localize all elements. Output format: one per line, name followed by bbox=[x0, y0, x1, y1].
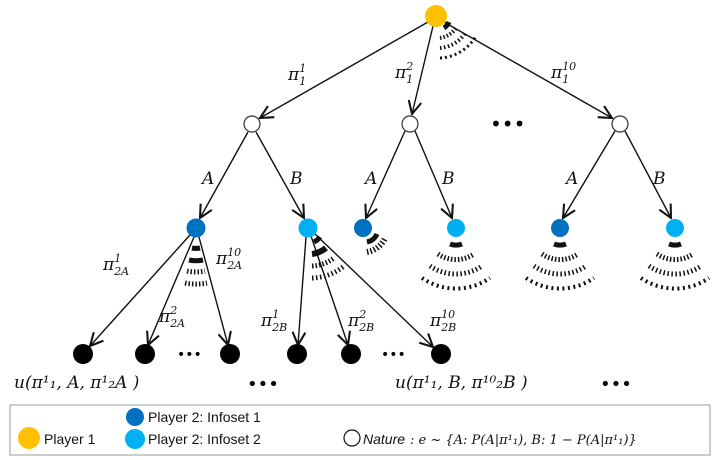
player2-infoset2-node bbox=[447, 219, 465, 237]
legend-nature-swatch bbox=[343, 429, 361, 447]
terminal-node bbox=[135, 344, 155, 364]
ellipsis: ••• bbox=[177, 347, 202, 363]
legend-player1-swatch bbox=[18, 427, 40, 449]
continuation-fans bbox=[184, 20, 711, 291]
terminal-node bbox=[220, 344, 240, 364]
terminal-node bbox=[287, 344, 307, 364]
utility-label-left: u(π¹₁, A, π¹₂A ) bbox=[14, 373, 139, 393]
label-B: B bbox=[652, 169, 666, 189]
ellipsis: ••• bbox=[600, 374, 632, 395]
root-edges bbox=[90, 21, 671, 347]
player2-infoset1-node bbox=[354, 219, 372, 237]
nature-node bbox=[611, 115, 629, 133]
player2-infoset2-node bbox=[666, 219, 684, 237]
legend-infoset1-swatch bbox=[126, 408, 144, 426]
legend-player1-label: Player 1 bbox=[44, 431, 96, 447]
legend-nature-formula: : e ~ {A: P(A|π¹₁), B: 1 − P(A|π¹₁)} bbox=[410, 433, 637, 448]
legend: Player 1 Player 2: Infoset 1 Player 2: I… bbox=[9, 404, 711, 456]
label-B: B bbox=[441, 169, 455, 189]
legend-infoset2-swatch bbox=[125, 429, 145, 449]
legend-infoset1-label: Player 2: Infoset 1 bbox=[148, 409, 261, 425]
ellipsis: ••• bbox=[490, 112, 525, 136]
player1-root-node bbox=[425, 5, 447, 27]
ellipsis: ••• bbox=[247, 374, 279, 395]
nature-node bbox=[243, 115, 261, 133]
utility-label-right: u(π¹₁, B, π¹⁰₂B ) bbox=[395, 373, 528, 393]
terminal-node bbox=[431, 344, 451, 364]
nature-node bbox=[401, 115, 419, 133]
label-A: A bbox=[363, 169, 377, 189]
label-B: B bbox=[289, 169, 303, 189]
player2-infoset1-node bbox=[551, 219, 569, 237]
legend-nature-label: Nature bbox=[363, 431, 405, 447]
label-A: A bbox=[200, 169, 214, 189]
player2-infoset2-node bbox=[298, 218, 318, 238]
terminal-node bbox=[73, 344, 93, 364]
legend-infoset2-label: Player 2: Infoset 2 bbox=[148, 431, 261, 447]
terminal-node bbox=[341, 344, 361, 364]
label-A: A bbox=[564, 169, 578, 189]
ellipsis: ••• bbox=[381, 347, 406, 363]
player2-infoset1-node bbox=[186, 218, 206, 238]
